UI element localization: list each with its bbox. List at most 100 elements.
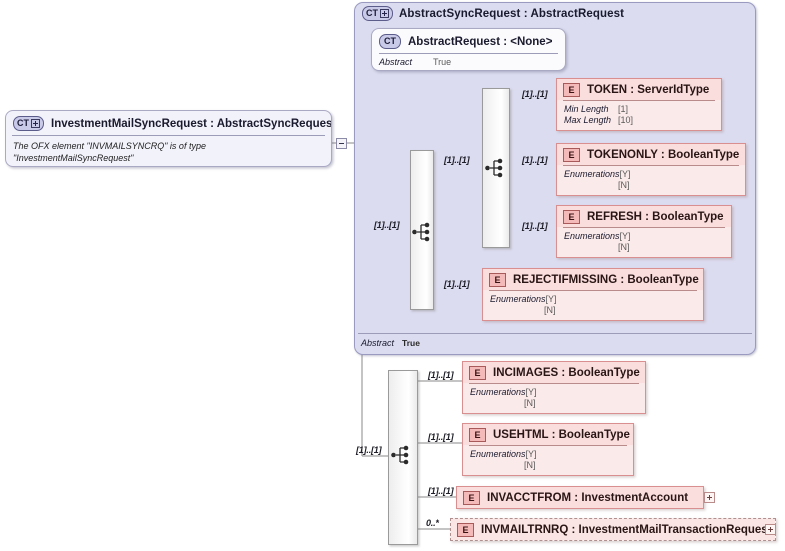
abstract-key-label: Abstract [361,338,395,348]
card-abstract-request-body: Abstract True [372,54,565,70]
property-row: [N] [470,398,638,409]
abstract-value-label: True [402,338,420,348]
property-value: [Y] [545,294,557,304]
cardinality-lower-root: [1]..[1] [356,445,382,455]
ct-badge-text: CT [384,36,396,46]
divider [489,290,697,291]
e-badge-icon: E [563,83,580,97]
cardinality-refresh: [1]..[1] [522,221,548,231]
element-invmailtrnrq-title: INVMAILTRNRQ : InvestmentMailTransaction… [481,524,772,536]
plus-icon[interactable] [31,119,40,128]
element-invacctfrom: E INVACCTFROM : InvestmentAccount [456,486,704,509]
ct-badge-text: CT [366,8,378,18]
e-badge-icon: E [563,210,580,224]
sequence-connector-icon [485,158,503,178]
element-incimages-header: E INCIMAGES : BooleanType [463,362,645,383]
element-invacctfrom-title: INVACCTFROM : InvestmentAccount [487,492,689,504]
collapse-toggle-root[interactable] [336,138,347,149]
e-badge-icon: E [489,273,506,287]
group-title-row: CT AbstractSyncRequest : AbstractRequest [362,6,624,21]
property-row: [N] [564,242,724,253]
property-row: [N] [470,460,626,471]
sequence-connector-icon [391,445,409,465]
card-abstract-request-header: CT AbstractRequest : <None> [372,29,565,53]
property-value: [Y] [525,449,537,459]
element-invmailtrnrq: E INVMAILTRNRQ : InvestmentMailTransacti… [450,518,776,541]
property-key: Min Length [564,104,609,114]
group-abstract-divider [358,333,752,334]
element-rejectifmissing-title: REJECTIFMISSING : BooleanType [513,274,699,286]
element-refresh-body: Enumerations [Y] [N] [557,228,731,257]
e-badge-icon: E [563,148,580,162]
property-row: Abstract True [379,57,558,68]
property-row: Enumerations [Y] [470,387,638,398]
element-rejectifmissing: E REJECTIFMISSING : BooleanType Enumerat… [482,268,704,321]
card-abstract-request-title: AbstractRequest : <None> [408,35,553,48]
sequence-bar-lower[interactable] [388,370,418,545]
property-key: Enumerations [564,169,620,179]
ct-badge-abstract-request[interactable]: CT [379,34,401,49]
property-key: Enumerations [470,387,526,397]
root-card-title: InvestmentMailSyncRequest : AbstractSync… [51,117,332,130]
property-key [490,305,544,316]
ct-plus-badge-root[interactable]: CT [13,116,44,131]
element-tokenonly-body: Enumerations [Y] [N] [557,166,745,195]
cardinality-group-branch: [1]..[1] [374,220,400,230]
divider [12,135,325,136]
element-rejectifmissing-body: Enumerations [Y] [N] [483,291,703,320]
property-row: Max Length [10] [564,115,714,126]
cardinality-inner-branch: [1]..[1] [444,155,470,165]
element-tokenonly-header: E TOKENONLY : BooleanType [557,144,745,165]
plus-icon[interactable] [380,9,389,18]
property-value: True [433,57,452,67]
element-token: E TOKEN : ServerIdType Min Length [1] Ma… [556,78,722,131]
ct-plus-badge-group[interactable]: CT [362,6,393,21]
property-value: [1] [618,104,629,114]
ct-badge-text: CT [17,118,29,128]
element-invacctfrom-header: E INVACCTFROM : InvestmentAccount [457,487,703,508]
property-key [470,398,524,409]
expand-toggle-invacctfrom[interactable] [704,492,715,503]
cardinality-incimages: [1]..[1] [428,370,454,380]
element-incimages: E INCIMAGES : BooleanType Enumerations [… [462,361,646,414]
element-refresh-title: REFRESH : BooleanType [587,211,724,223]
property-key: Enumerations [564,231,620,241]
card-abstract-request: CT AbstractRequest : <None> Abstract Tru… [371,28,566,71]
group-abstract-row: Abstract True [361,338,420,349]
cardinality-invacctfrom: [1]..[1] [428,486,454,496]
cardinality-token: [1]..[1] [522,89,548,99]
element-rejectifmissing-header: E REJECTIFMISSING : BooleanType [483,269,703,290]
property-key: Abstract [379,57,413,67]
property-row: Min Length [1] [564,104,714,115]
element-tokenonly: E TOKENONLY : BooleanType Enumerations [… [556,143,746,196]
divider [469,383,639,384]
element-usehtml-header: E USEHTML : BooleanType [463,424,633,445]
element-token-header: E TOKEN : ServerIdType [557,79,721,100]
property-value: [Y] [525,387,537,397]
element-usehtml-body: Enumerations [Y] [N] [463,446,633,475]
property-key: Enumerations [470,449,526,459]
card-investment-mail-sync-request: CT InvestmentMailSyncRequest : AbstractS… [5,110,332,167]
property-value: [10] [618,115,634,125]
property-row: Enumerations [Y] [490,294,696,305]
cardinality-rejectifmissing: [1]..[1] [444,279,470,289]
property-key [470,460,524,471]
element-incimages-body: Enumerations [Y] [N] [463,384,645,413]
property-row: Enumerations [Y] [564,231,724,242]
property-value: [N] [524,460,536,470]
divider [469,445,627,446]
cardinality-usehtml: [1]..[1] [428,432,454,442]
documentation-line-1: The OFX element "INVMAILSYNCRQ" is of ty… [13,141,206,151]
sequence-connector-icon [412,222,430,242]
property-row: [N] [564,180,738,191]
e-badge-icon: E [469,428,486,442]
property-row: Enumerations [Y] [564,169,738,180]
divider [563,100,715,101]
property-row: [N] [490,305,696,316]
expand-toggle-invmailtrnrq[interactable] [765,524,776,535]
element-token-title: TOKEN : ServerIdType [587,84,710,96]
element-usehtml: E USEHTML : BooleanType Enumerations [Y]… [462,423,634,476]
root-card-header: CT InvestmentMailSyncRequest : AbstractS… [6,111,331,135]
property-value: [Y] [619,169,631,179]
